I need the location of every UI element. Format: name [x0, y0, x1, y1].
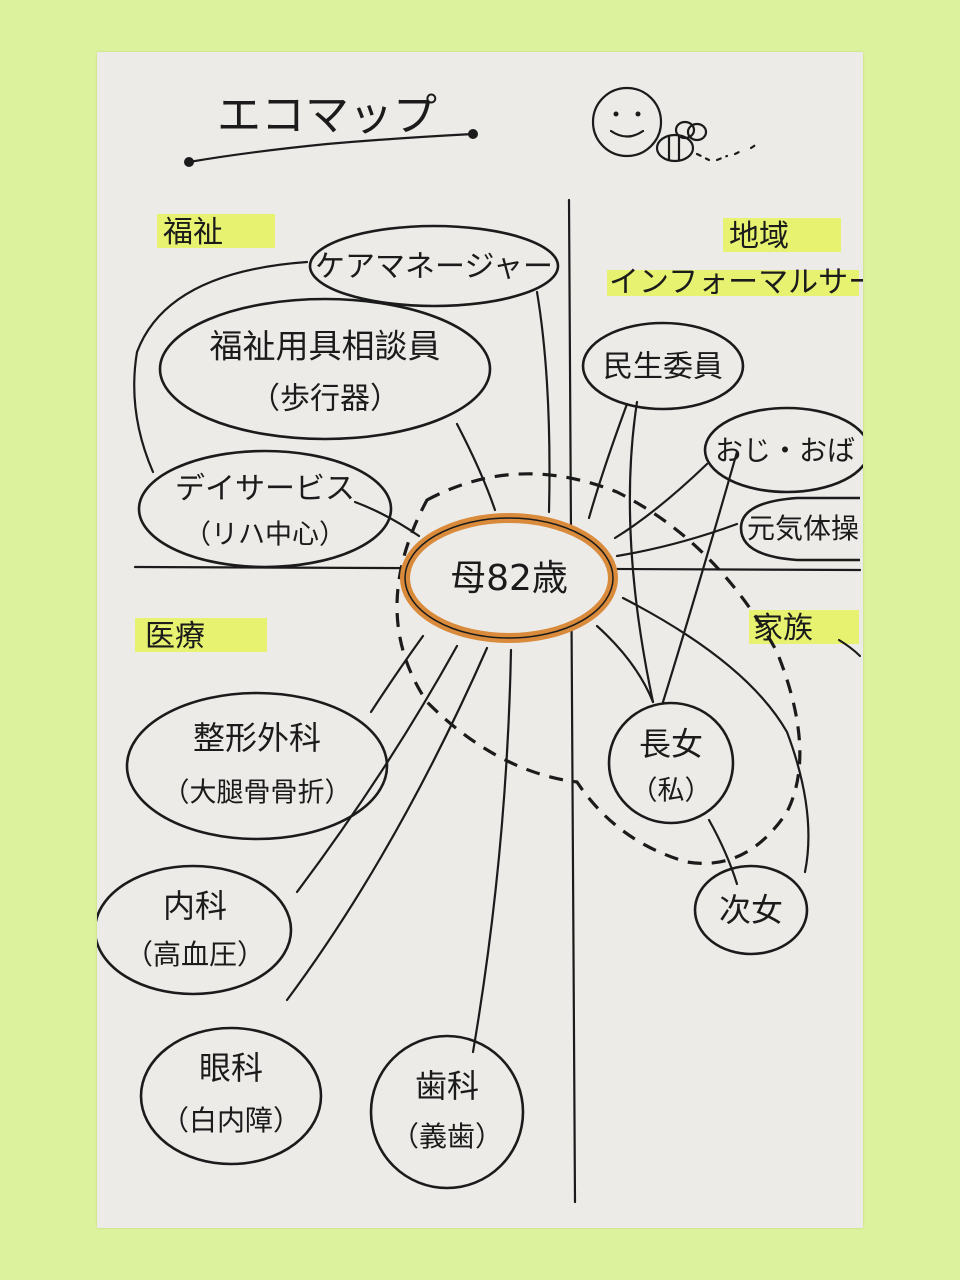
family-tail-line — [837, 638, 862, 658]
svg-text:（高血圧）: （高血圧） — [125, 938, 265, 971]
node-internal: 内科 （高血圧） — [97, 864, 293, 996]
node-uncle-aunt: おじ・おば — [703, 406, 863, 494]
svg-text:（大腿骨骨折）: （大腿骨骨折） — [163, 778, 352, 809]
smiley-face-icon — [591, 86, 663, 158]
informal-highlight — [607, 270, 859, 296]
line-eldest-second — [707, 818, 739, 886]
family-highlight — [749, 610, 859, 644]
node-eldest-daughter: 長女 （私） — [607, 701, 735, 825]
svg-text:（義歯）: （義歯） — [391, 1120, 503, 1153]
line-welfare-equipment — [455, 422, 497, 512]
medical-highlight — [135, 618, 267, 652]
center-node: 母82歳 — [400, 513, 618, 643]
category-welfare: 福祉 — [163, 215, 223, 250]
category-medical: 医療 — [145, 619, 205, 654]
svg-text:内科: 内科 — [163, 887, 227, 925]
svg-text:ケアマネージャー: ケアマネージャー — [315, 250, 553, 285]
node-day-service: デイサービス （リハ中心） — [137, 449, 393, 569]
line-day-service — [353, 500, 421, 538]
community-highlight — [723, 218, 841, 252]
line-ophthalmology — [285, 646, 489, 1002]
line-internal — [295, 644, 459, 894]
node-care-manager: ケアマネージャー — [308, 224, 560, 308]
svg-text:福祉用具相談員: 福祉用具相談員 — [210, 327, 441, 366]
line-uncle-daughter — [661, 450, 739, 704]
svg-text:眼科: 眼科 — [199, 1049, 263, 1087]
line-second-daughter — [621, 596, 810, 874]
household-boundary — [395, 472, 802, 865]
svg-text:（リハ中心）: （リハ中心） — [184, 520, 346, 551]
welfare-highlight — [157, 214, 275, 248]
node-welfare-equipment: 福祉用具相談員 （歩行器） — [158, 297, 492, 441]
svg-text:歯科: 歯科 — [415, 1067, 479, 1105]
vertical-axis — [567, 198, 577, 1204]
title-underline — [187, 132, 475, 164]
svg-text:（白内障）: （白内障） — [161, 1104, 301, 1137]
line-care-manager — [535, 290, 551, 514]
node-ophthalmology: 眼科 （白内障） — [139, 1026, 323, 1166]
connection-lines — [133, 260, 810, 1054]
line-genki-taiso — [615, 522, 739, 558]
node-genki-taiso: 元気体操 — [739, 496, 860, 562]
line-dental — [471, 648, 513, 1054]
bee-icon — [655, 120, 759, 163]
underline-dot-left — [184, 157, 194, 167]
svg-text:整形外科: 整形外科 — [193, 719, 321, 757]
node-second-daughter: 次女 — [693, 864, 809, 956]
svg-text:元気体操: 元気体操 — [747, 512, 859, 545]
svg-text:長女: 長女 — [639, 725, 703, 763]
center-label: 母82歳 — [450, 558, 568, 599]
node-welfare-commissioner: 民生委員 — [581, 321, 745, 411]
node-dental: 歯科 （義歯） — [369, 1034, 525, 1190]
ecomap-paper: エコマップ 福祉 地域 インフォーマルサービス 医療 家族 — [97, 52, 863, 1228]
page-title: エコマップ — [217, 90, 437, 141]
line-eldest-daughter — [595, 624, 655, 704]
ecomap-diagram: エコマップ 福祉 地域 インフォーマルサービス 医療 家族 — [97, 86, 863, 1204]
svg-text:民生委員: 民生委員 — [603, 350, 723, 385]
line-care-manager-outer — [133, 260, 309, 474]
svg-text:（歩行器）: （歩行器） — [250, 382, 400, 417]
line-welfare-commissioner — [587, 402, 629, 520]
category-community: 地域 — [729, 219, 789, 254]
line-uncle-aunt — [613, 462, 709, 540]
line-commissioner-daughter — [628, 400, 655, 704]
node-orthopedics: 整形外科 （大腿骨骨折） — [125, 691, 389, 841]
svg-text:デイサービス: デイサービス — [175, 472, 355, 507]
svg-text:次女: 次女 — [719, 891, 783, 929]
underline-dot-right — [468, 129, 478, 139]
svg-text:おじ・おば: おじ・おば — [715, 434, 855, 467]
category-informal: インフォーマルサービス — [609, 265, 863, 300]
svg-text:（私）: （私） — [631, 776, 712, 807]
line-orthopedics — [369, 634, 425, 714]
category-family: 家族 — [753, 611, 813, 646]
